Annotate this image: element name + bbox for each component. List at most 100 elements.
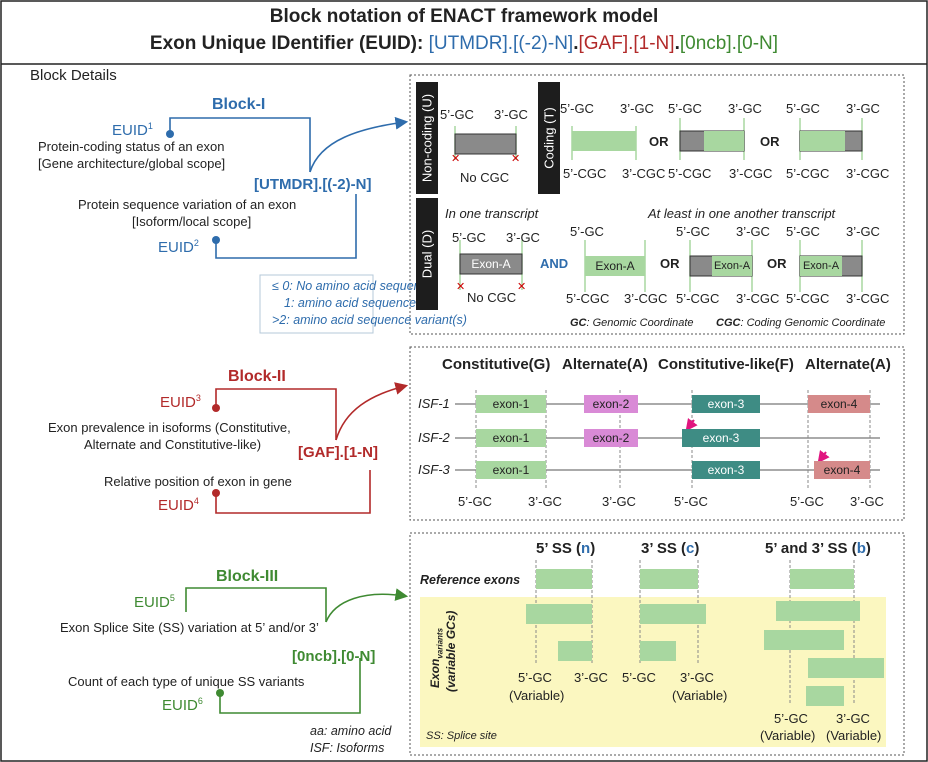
d4-cgc5: 5’-CGC [786,291,830,306]
euid4-label: EUID4 [158,496,199,514]
isf3-exon1: exon-1 [476,461,546,479]
coding-gene-3 [799,118,863,160]
c2-cgc3: 3’-CGC [729,166,773,181]
block3-desc5: Exon Splice Site (SS) variation at 5’ an… [60,620,319,635]
block2-name: Block-II [228,368,286,385]
gc-definition: GC: Genomic Coordinate [570,317,694,329]
c2-cgc5: 5’-CGC [668,166,712,181]
d3-cgc5: 5’-CGC [676,291,720,306]
block3-name: Block-III [216,568,279,585]
panel3-exons [526,569,884,706]
isf-2: ISF-2 [418,430,450,445]
footnote-isf: ISF: Isoforms [310,741,385,755]
p2-gc5-b: 5’-GC [674,494,708,509]
hdr-constitutive: Constitutive(G) [442,356,551,373]
euid6-label: EUID6 [162,696,203,714]
panel2-frame [409,346,905,521]
euid3-label: EUID3 [160,393,201,411]
block1-name: Block-I [212,96,266,113]
nc-gc5: 5’-GC [440,107,474,122]
p2-gc3-a: 3’-GC [528,494,562,509]
dual-gene-4 [799,240,863,292]
d4-cgc3: 3’-CGC [846,291,890,306]
euid-label: Exon Unique IDentifier (EUID): [149,33,424,54]
d1-nocgc: No CGC [467,290,517,305]
dual-gene-1: ✕✕ [456,240,526,293]
block-details-title: Block Details [30,67,117,84]
p2-gc3-c: 3’-GC [850,494,884,509]
svg-text:✕: ✕ [456,281,465,293]
legend-line1: ≤ 0: No amino acid sequence [272,279,434,293]
dual-and: AND [540,256,569,271]
block2-desc3b: Alternate and Constitutive-like) [84,437,262,452]
legend-line3: >2: amino acid sequence variant(s) [272,313,467,327]
block1-connectors [166,116,409,334]
c1-gc5: 5’-GC [560,101,594,116]
dual-at-least: At least in one another transcript [648,206,836,221]
p2-gc3-b: 3’-GC [602,494,636,509]
euid-block3: [0ncb].[0-N] [679,33,779,54]
c1-gc3: 3’-GC [620,101,654,116]
block1-desc2a: Protein sequence variation of an exon [78,197,297,212]
block1-desc2b: [Isoform/local scope] [132,214,252,229]
d4-exon-a: Exon-A [802,260,840,272]
d2-exon-a: Exon-A [595,259,635,273]
isf-3: ISF-3 [418,462,450,477]
c3-gc5: 5’-GC [786,101,820,116]
block2-desc3a: Exon prevalence in isoforms (Constitutiv… [48,420,291,435]
p3c-gc5: 5’-GC [774,711,808,726]
page-title: Block notation of ENACT framework model [269,6,659,27]
isf1-exon2: exon-2 [584,395,638,413]
d2-cgc3: 3’-CGC [624,291,668,306]
p2-gc5-a: 5’-GC [458,494,492,509]
block1-notation: [UTMDR].[(-2)-N] [254,176,372,193]
p3a-variable: (Variable) [509,688,565,703]
d3-cgc3: 3’-CGC [736,291,780,306]
legend-line2: 1: amino acid sequence [284,296,417,310]
p3a-gc5: 5’-GC [518,670,552,685]
c2-gc5: 5’-GC [668,101,702,116]
euid-block2: [GAF].[1-N] [578,33,675,54]
coding-gene-2 [679,118,745,160]
c-or1: OR [649,134,669,149]
block2-desc4: Relative position of exon in gene [104,474,292,489]
hdr-alternate1: Alternate(A) [562,356,648,373]
p3b-variable: (Variable) [672,688,728,703]
hdr-3ss: 3’ SS (c) [641,540,700,557]
hdr-5ss: 5’ SS (n) [536,540,596,557]
p3c-variable5: (Variable) [760,728,816,743]
euid-dot2: . [674,33,680,54]
hdr-alternate2: Alternate(A) [805,356,891,373]
c3-gc3: 3’-GC [846,101,880,116]
cgc-definition: CGC: Coding Genomic Coordinate [716,317,886,329]
isf1-exon4: exon-4 [808,395,870,413]
noncoding-label: Non-coding (U) [416,82,438,194]
d4-gc3: 3’-GC [846,224,880,239]
nc-nocgc: No CGC [460,170,510,185]
dual-gene-3 [689,240,753,292]
coding-label: Coding (T) [538,82,560,194]
c-or2: OR [760,134,780,149]
svg-text:✕: ✕ [451,153,460,165]
variants-label: Exonvariants [428,627,445,688]
footnote-aa: aa: amino acid [310,724,392,738]
reference-exons-label: Reference exons [420,573,521,587]
dual-label: Dual (D) [416,198,438,310]
variants-sublabel: (variable GCs) [444,610,458,692]
block2-connectors [212,382,409,514]
isf3-exon4: exon-4 [814,461,870,479]
isf2-exon2: exon-2 [584,429,638,447]
d1-exon-a: Exon-A [471,257,511,271]
d1-gc3: 3’-GC [506,230,540,245]
euid2-label: EUID2 [158,238,199,256]
hdr-both-ss: 5’ and 3’ SS (b) [765,540,871,557]
p3c-gc3: 3’-GC [836,711,870,726]
block3-connectors [185,587,409,714]
d2-cgc5: 5’-CGC [566,291,610,306]
isf3-exon3: exon-3 [692,461,760,479]
c3-cgc3: 3’-CGC [846,166,890,181]
dual-in-one: In one transcript [445,206,539,221]
d1-gc5: 5’-GC [452,230,486,245]
d4-gc5: 5’-GC [786,224,820,239]
block3-notation: [0ncb].[0-N] [292,648,376,665]
